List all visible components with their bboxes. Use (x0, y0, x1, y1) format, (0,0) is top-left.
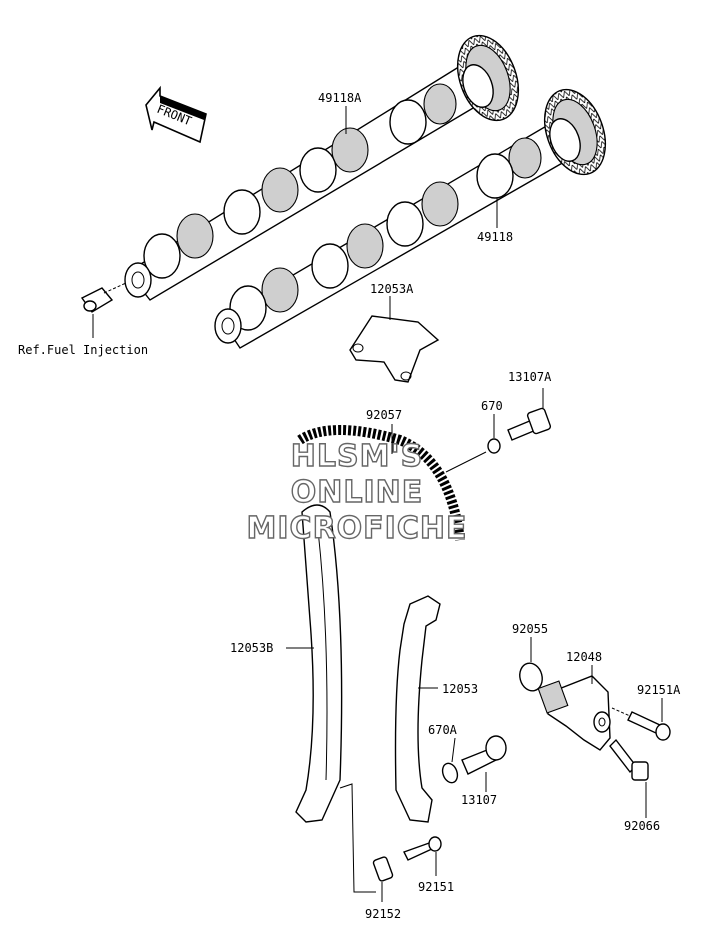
cam-sprocket-upper (456, 34, 520, 122)
cam-chain-92057 (295, 424, 465, 541)
cam-lobes-upper (143, 83, 457, 279)
part-label-13107a: 13107A (508, 370, 552, 384)
camshaft-49118a (124, 34, 520, 301)
part-label-92151: 92151 (418, 880, 454, 894)
chain-guide-12053 (394, 595, 441, 823)
part-label-92066: 92066 (624, 819, 660, 833)
watermark-line-2: ONLINE (291, 475, 424, 510)
part-label-92151a: 92151A (637, 683, 681, 697)
part-label-92057: 92057 (366, 408, 402, 422)
part-label-49118: 49118 (477, 230, 513, 244)
part-label-49118a: 49118A (318, 91, 362, 105)
bolt-92151a (611, 698, 671, 741)
part-label-12053b: 12053B (230, 641, 273, 655)
part-label-670a: 670A (428, 723, 458, 737)
part-label-12053a: 12053A (370, 282, 414, 296)
bolt-92151 (403, 836, 442, 876)
tensioner-pin-13107 (461, 735, 507, 792)
chain-guide-12053b (286, 504, 343, 823)
part-label-12053: 12053 (442, 682, 478, 696)
watermark-line-3: MICROFICHE (247, 511, 468, 546)
ref-fuel-injection-label: Ref.Fuel Injection (18, 343, 148, 357)
camshaft-49118 (214, 88, 607, 349)
tensioner-bolt-13107a (507, 388, 552, 441)
part-label-92055: 92055 (512, 622, 548, 636)
watermark-line-1: HLSM'S (291, 439, 423, 474)
cam-chain-tensioner-12048 (537, 665, 611, 751)
bolt-92066 (609, 738, 649, 818)
o-ring-670a (441, 737, 459, 784)
watermark: HLSM'S ONLINE MICROFICHE (246, 438, 468, 546)
chain-guide-12053a (349, 296, 440, 383)
cam-lobes-lower (229, 137, 542, 331)
collar-92152 (372, 856, 394, 902)
part-label-92152: 92152 (365, 907, 401, 921)
cam-sprocket-lower (543, 88, 607, 176)
o-ring-92055 (519, 637, 543, 692)
part-label-13107: 13107 (461, 793, 497, 807)
front-arrow-icon: FRONT (145, 85, 207, 144)
part-label-670: 670 (481, 399, 503, 413)
camshaft-plug (80, 282, 127, 338)
o-ring-670 (487, 414, 501, 454)
part-label-12048: 12048 (566, 650, 602, 664)
